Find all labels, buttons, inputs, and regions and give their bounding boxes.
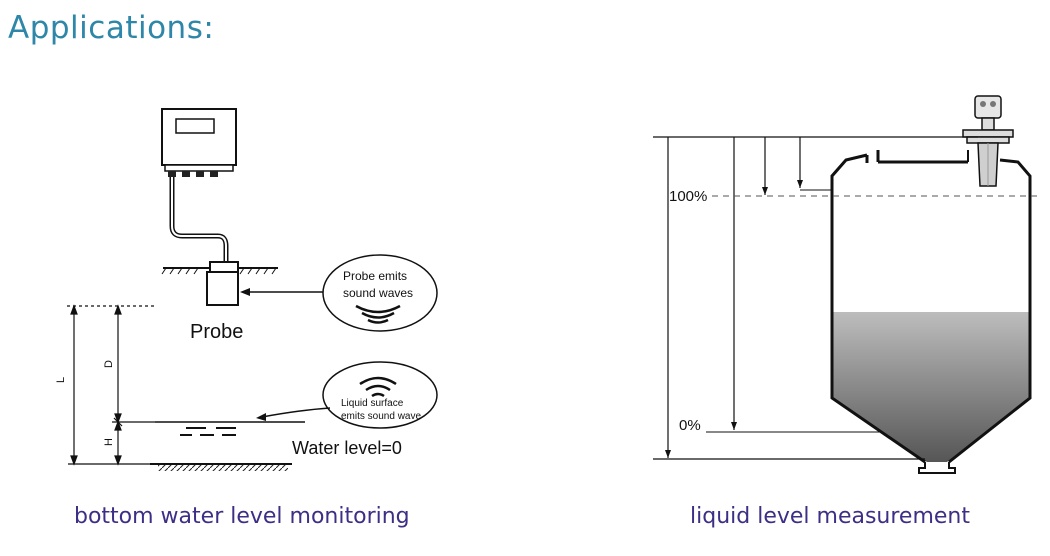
label-100-percent: 100% xyxy=(669,188,707,205)
water-level-label: Water level=0 xyxy=(292,438,402,458)
sound-waves-icon xyxy=(355,304,401,324)
probe-label: Probe xyxy=(190,321,243,343)
dim-L-label: L xyxy=(55,377,67,383)
probe-sensor xyxy=(206,261,239,306)
liquid-level-diagram: 100% 0% xyxy=(653,95,1040,474)
tank-right-wall xyxy=(948,158,1032,464)
bubble-liquid-line2: emits sound wave xyxy=(341,411,421,422)
bubble-probe-line1: Probe emits xyxy=(343,269,407,283)
caption-bottom-water-level: bottom water level monitoring xyxy=(74,504,410,529)
dimension-markers xyxy=(67,304,155,466)
dim-H-label: H xyxy=(103,438,115,446)
liquid-fill xyxy=(832,312,1030,462)
page-title: Applications: xyxy=(8,10,215,46)
bubble-liquid-line1: Liquid surface xyxy=(341,398,404,409)
label-0-percent: 0% xyxy=(679,417,701,434)
tank-left-wall xyxy=(830,153,926,464)
probe-cable xyxy=(169,177,229,262)
liquid-surface-bubble: Liquid surface emits sound wave xyxy=(322,361,438,429)
tank-outlet xyxy=(918,462,956,474)
caption-liquid-level: liquid level measurement xyxy=(690,504,970,529)
radar-sensor xyxy=(962,95,1014,187)
dim-D-label: D xyxy=(103,360,115,368)
probe-bubble: Probe emits sound waves xyxy=(322,254,438,332)
controller-unit xyxy=(161,108,237,177)
sound-waves-up-icon xyxy=(359,376,397,398)
bubble-probe-line2: sound waves xyxy=(343,286,413,300)
bottom-water-level-diagram: Probe Probe emits sound waves Liquid sur… xyxy=(55,108,438,471)
